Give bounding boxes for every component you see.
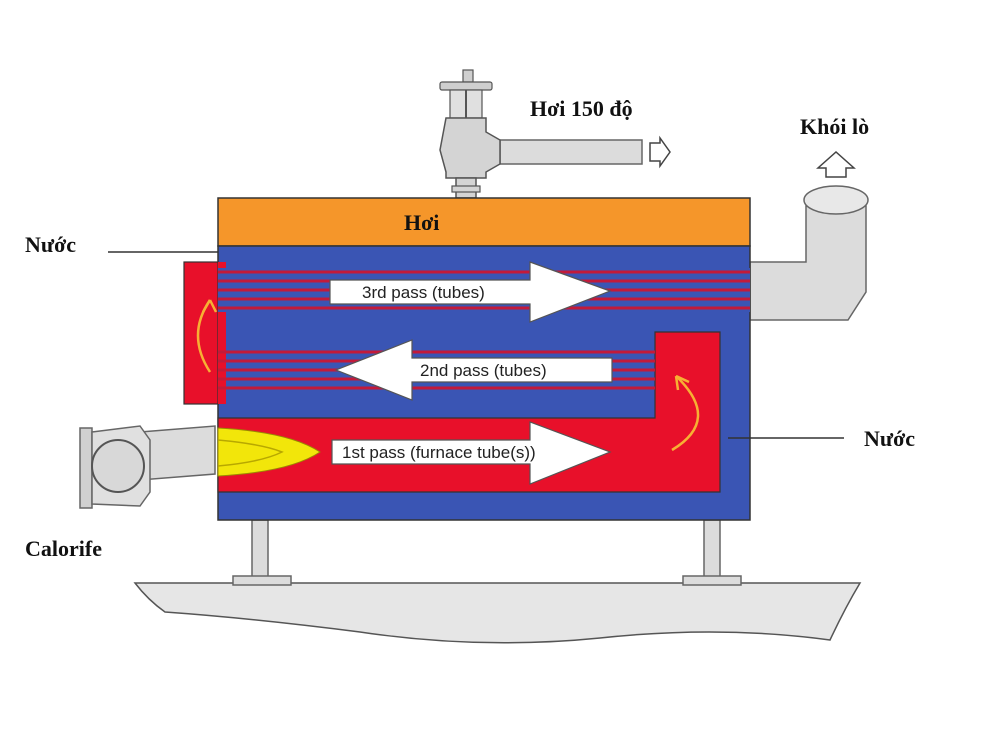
chimney-icon: [749, 150, 869, 321]
burner-fan-icon: [79, 425, 216, 509]
burner-flame: [217, 427, 321, 477]
water-left-label: Nước: [25, 232, 76, 257]
ground-base: [133, 582, 862, 644]
third-pass-arrow: [329, 261, 612, 323]
support-legs: [232, 519, 742, 586]
steam-space-label: Hơi: [404, 210, 439, 235]
steam-out-arrow-icon: [649, 135, 671, 169]
third-pass-label: 3rd pass (tubes): [362, 283, 485, 302]
burner-label: Calorife: [25, 536, 102, 561]
steam-space: [217, 197, 751, 247]
flue-up-arrow-icon: [816, 150, 856, 178]
steam-outlet-pipe: [499, 135, 671, 169]
second-pass-label: 2nd pass (tubes): [420, 361, 547, 380]
second-pass-arrow: [334, 339, 613, 401]
flow-turn-arrows: [196, 299, 700, 452]
flue-gas-label: Khói lò: [800, 114, 869, 139]
first-pass-arrow: [331, 421, 612, 485]
gate-valve-icon: [439, 69, 501, 199]
rear-smokebox: [183, 261, 219, 405]
first-pass-label: 1st pass (furnace tube(s)): [342, 443, 536, 462]
steam-out-label: Hơi 150 độ: [530, 96, 633, 121]
water-right-label: Nước: [864, 426, 915, 451]
